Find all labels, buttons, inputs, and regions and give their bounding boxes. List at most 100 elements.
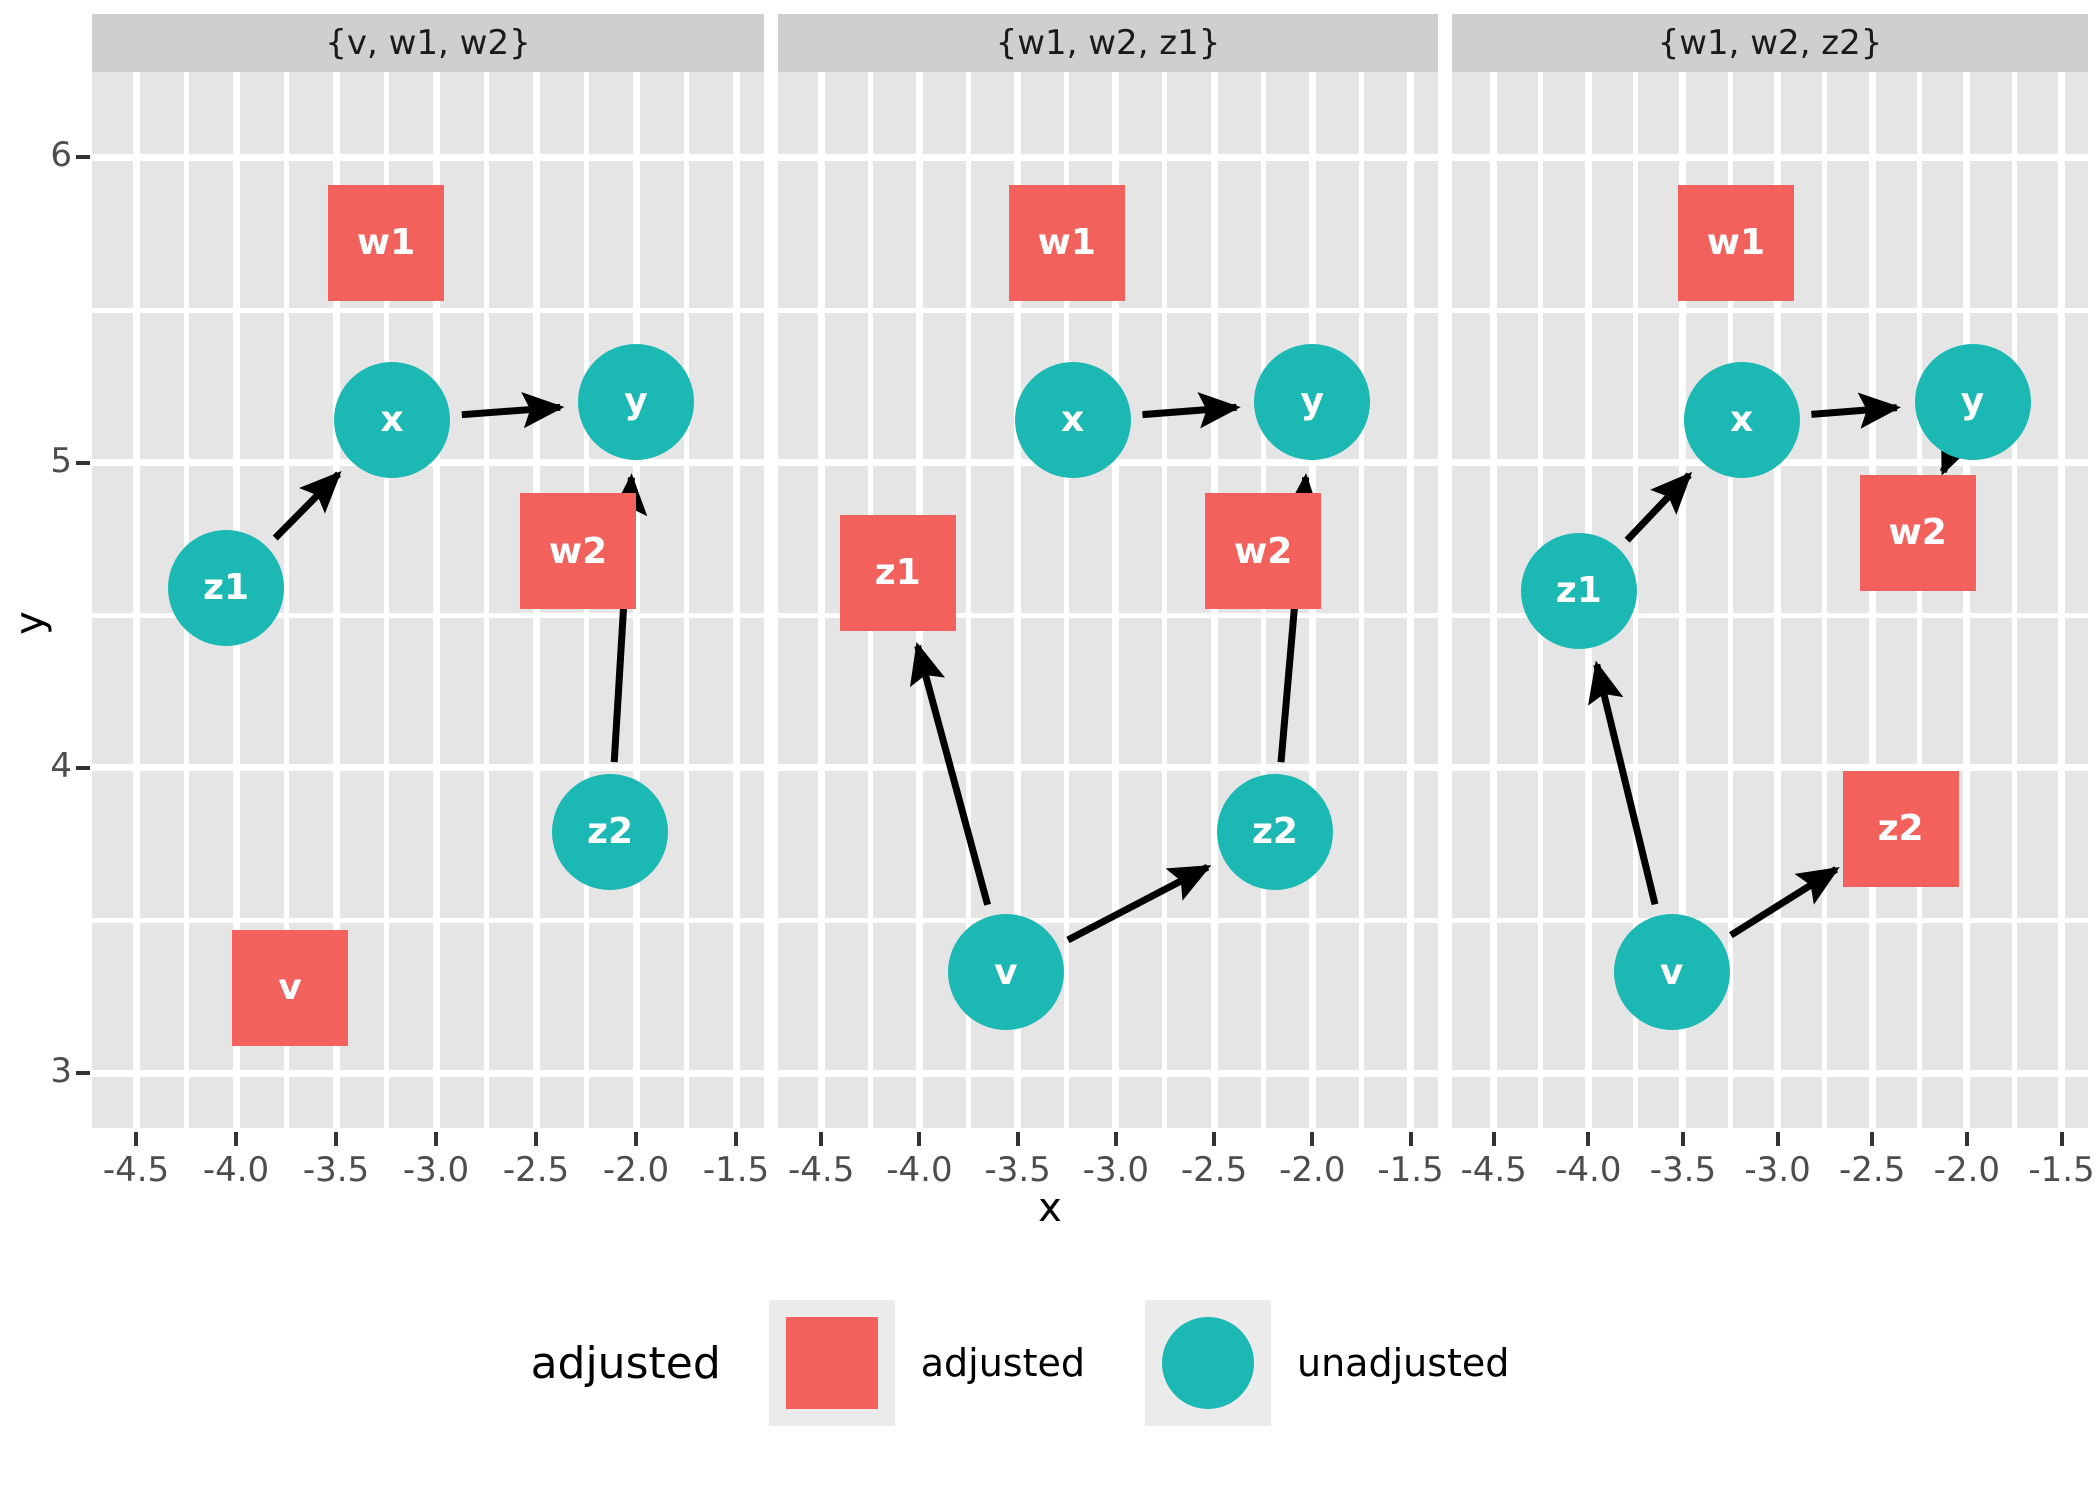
gridline-minor-horizontal <box>778 307 1438 313</box>
x-tick-mark <box>2059 1132 2064 1146</box>
facet-panel: {w1, w2, z1} w1 x y z1 w2 z2 v <box>778 14 1438 1128</box>
x-tick-label: -2.0 <box>1279 1150 1346 1190</box>
dag-node-label: v <box>994 951 1018 993</box>
gridline-minor-vertical <box>1064 72 1070 1128</box>
x-tick-mark <box>1015 1132 1020 1146</box>
dag-node-z2[interactable]: z2 <box>1842 770 1959 887</box>
dag-node-x[interactable]: x <box>1014 361 1131 478</box>
plot-area: w1 x y z1 w2 z2 v <box>92 72 764 1128</box>
x-axis-title: x <box>1038 1185 1062 1231</box>
gridline-major-vertical <box>732 72 740 1128</box>
x-tick-label: -4.5 <box>102 1150 170 1190</box>
x-tick-mark <box>634 1132 638 1146</box>
gridline-minor-vertical <box>2011 72 2017 1128</box>
gridline-major-vertical <box>432 72 440 1128</box>
x-tick-mark <box>1408 1132 1413 1146</box>
gridline-minor-vertical <box>1162 72 1168 1128</box>
dag-node-label: z1 <box>202 567 249 609</box>
x-tick-label: -3.0 <box>402 1150 470 1190</box>
legend-label-adjusted: adjusted <box>920 1341 1085 1385</box>
dag-node-z2[interactable]: z2 <box>552 773 668 890</box>
dag-node-y[interactable]: y <box>1914 343 2031 460</box>
facet-strip: {w1, w2, z1} <box>778 14 1438 72</box>
gridline-minor-vertical <box>966 72 972 1128</box>
y-tick-label: 6 <box>50 135 72 176</box>
x-tick-label: -1.5 <box>1377 1150 1444 1190</box>
gridline-major-vertical <box>1868 72 1876 1128</box>
edge-arrow <box>1588 660 1659 906</box>
x-tick-label: -2.5 <box>1839 1150 1906 1190</box>
edge-arrow <box>909 641 991 906</box>
dag-node-v[interactable]: v <box>1613 914 1730 1031</box>
dag-node-w1[interactable]: w1 <box>1008 184 1125 301</box>
gridline-major-horizontal <box>778 153 1438 161</box>
dag-node-label: v <box>278 967 302 1009</box>
gridline-minor-horizontal <box>1452 307 2088 313</box>
x-tick-label: -4.5 <box>1460 1150 1527 1190</box>
gridline-major-vertical <box>1112 72 1120 1128</box>
plot-area: w1 x y z1 w2 z2 v <box>778 72 1438 1128</box>
x-tick-label: -2.0 <box>602 1150 670 1190</box>
dag-node-label: w2 <box>1234 530 1293 572</box>
x-tick-label: -2.5 <box>1180 1150 1248 1190</box>
y-tick-mark <box>76 765 90 770</box>
dag-node-x[interactable]: x <box>334 361 450 478</box>
dag-node-v[interactable]: v <box>232 929 348 1046</box>
gridline-minor-vertical <box>283 72 289 1128</box>
x-tick-mark <box>1113 1132 1118 1146</box>
dag-node-x[interactable]: x <box>1683 361 1800 478</box>
dag-node-label: w2 <box>548 530 608 572</box>
gridline-minor-vertical <box>383 72 389 1128</box>
x-tick-mark <box>1964 1132 1969 1146</box>
dag-node-label: w1 <box>1037 222 1096 264</box>
x-tick-label: -1.5 <box>702 1150 770 1190</box>
y-axis-title: y <box>6 611 53 635</box>
dag-node-z1[interactable]: z1 <box>1520 532 1637 649</box>
gridline-major-horizontal <box>92 153 764 161</box>
x-tick-label: -3.0 <box>1082 1150 1150 1190</box>
x-tick-label: -4.0 <box>202 1150 270 1190</box>
gridline-major-vertical <box>1490 72 1498 1128</box>
dag-node-label: x <box>380 399 404 441</box>
dag-node-w2[interactable]: w2 <box>1859 474 1976 591</box>
edge-arrow <box>461 391 565 429</box>
gridline-major-horizontal <box>92 1069 764 1077</box>
dag-node-y[interactable]: y <box>578 343 694 460</box>
x-tick-mark <box>1680 1132 1685 1146</box>
x-tick-mark <box>1491 1132 1496 1146</box>
dag-node-label: w1 <box>356 222 416 264</box>
y-tick-label: 4 <box>50 745 72 786</box>
dag-node-z2[interactable]: z2 <box>1216 773 1333 890</box>
gridline-minor-horizontal <box>778 917 1438 923</box>
dag-node-z1[interactable]: z1 <box>168 529 284 646</box>
legend-title: adjusted <box>530 1337 721 1389</box>
dag-node-w1[interactable]: w1 <box>328 184 444 301</box>
legend-key-adjusted[interactable] <box>768 1300 895 1426</box>
gridline-major-horizontal <box>1452 1069 2088 1077</box>
edge-arrow <box>1939 429 1975 476</box>
dag-node-z1[interactable]: z1 <box>839 514 956 631</box>
x-tick-label: -3.5 <box>984 1150 1051 1190</box>
dag-node-label: w1 <box>1706 222 1766 264</box>
dag-node-label: z1 <box>874 552 921 594</box>
legend-key-unadjusted[interactable] <box>1145 1300 1271 1426</box>
gridline-major-horizontal <box>778 764 1438 772</box>
gridline-major-horizontal <box>778 1069 1438 1077</box>
dag-node-w1[interactable]: w1 <box>1677 184 1794 301</box>
y-tick-mark <box>76 460 90 465</box>
edge-arrow <box>1142 392 1241 429</box>
dag-node-v[interactable]: v <box>947 914 1064 1031</box>
adjusted-swatch-icon <box>785 1317 878 1409</box>
dag-node-w2[interactable]: w2 <box>520 493 636 610</box>
x-tick-mark <box>334 1132 338 1146</box>
gridline-major-vertical <box>332 72 340 1128</box>
dag-node-w2[interactable]: w2 <box>1205 493 1322 610</box>
dag-node-label: y <box>624 381 648 423</box>
dag-node-y[interactable]: y <box>1254 343 1371 460</box>
x-tick-label: -4.0 <box>1555 1150 1622 1190</box>
gridline-minor-vertical <box>1358 72 1364 1128</box>
x-tick-label: -2.0 <box>1933 1150 2001 1190</box>
